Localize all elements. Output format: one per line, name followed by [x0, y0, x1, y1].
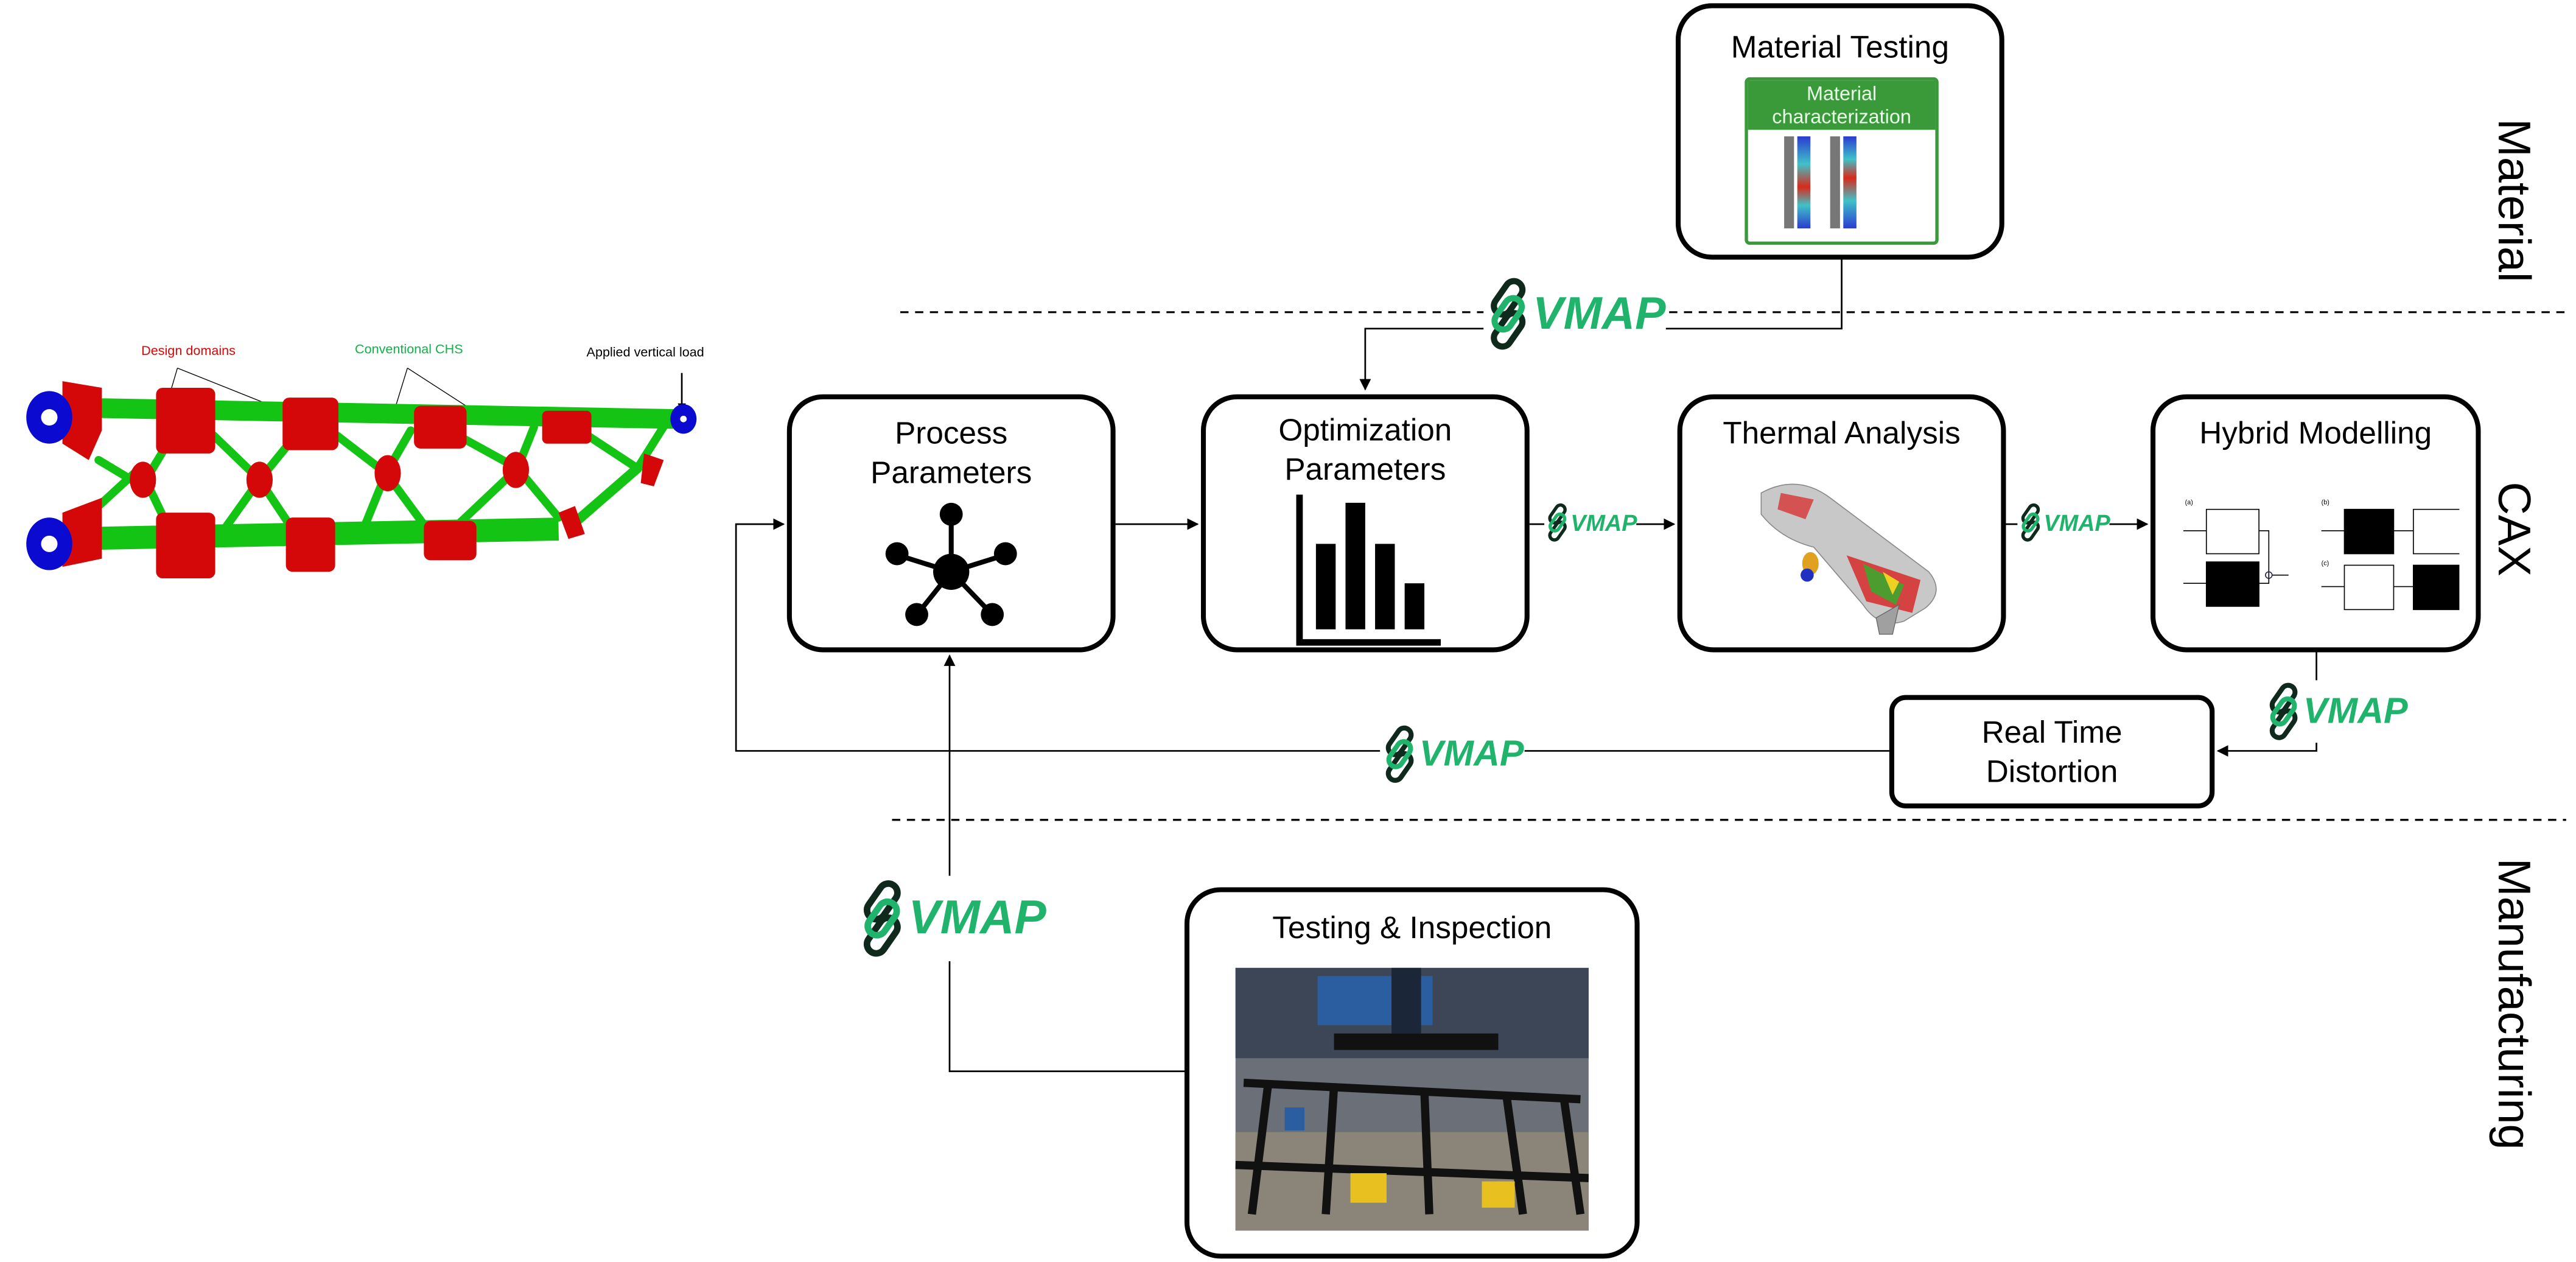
- material-testing-title: Material Testing: [1731, 31, 1949, 66]
- real-time-distortion-title-line2: Distortion: [1986, 755, 2118, 791]
- optimization-parameters-title-line2: Parameters: [1284, 453, 1446, 488]
- vmap-label: VMAP: [908, 891, 1046, 944]
- chain-link-icon: [856, 877, 908, 959]
- arrow-testing-to-process: [943, 654, 1185, 1073]
- chain-link-icon: [2017, 503, 2043, 542]
- vmap-logo-optimization-thermal: VMAP: [1544, 501, 1637, 544]
- vmap-logo-hybrid-distortion: VMAP: [2264, 680, 2408, 743]
- real-time-distortion-box[interactable]: Real Time Distortion: [1889, 695, 2215, 808]
- network-hub-icon: [885, 502, 1017, 626]
- panel-c-label: (c): [2321, 558, 2329, 567]
- material-testing-box[interactable]: Material Testing Material characterizati…: [1675, 3, 2004, 260]
- hybrid-modelling-title: Hybrid Modelling: [2199, 417, 2432, 452]
- panel-b-label: (b): [2321, 497, 2329, 507]
- vmap-label: VMAP: [1533, 287, 1666, 338]
- truss-figure: Design domains Conventional CHS Applied …: [16, 329, 740, 592]
- hybrid-modelling-box[interactable]: Hybrid Modelling (a) (b) (c): [2150, 394, 2481, 653]
- panel-a-label: (a): [2185, 497, 2193, 507]
- hybrid-model-schematic: (a) (b) (c): [2180, 497, 2473, 623]
- real-time-distortion-title-line1: Real Time: [1981, 716, 2123, 751]
- chain-link-icon: [2264, 682, 2303, 741]
- image-header-line1: Material: [1806, 82, 1877, 105]
- optimization-parameters-box[interactable]: Optimization Parameters: [1200, 394, 1530, 653]
- vmap-label: VMAP: [1570, 509, 1637, 536]
- chain-link-icon: [1483, 275, 1533, 354]
- vmap-logo-thermal-hybrid: VMAP: [2017, 501, 2110, 544]
- label-design-domains: Design domains: [141, 343, 236, 359]
- thermal-analysis-title: Thermal Analysis: [1723, 417, 1961, 452]
- image-header-line2: characterization: [1772, 105, 1911, 128]
- process-parameters-title-line2: Parameters: [870, 457, 1032, 492]
- lane-label-manufacturing: Manufacturing: [2488, 858, 2540, 1150]
- bar-chart-icon: [1296, 494, 1441, 646]
- process-parameters-title-line1: Process: [895, 417, 1008, 452]
- arrow-distortion-to-process: [735, 518, 1889, 752]
- vmap-logo-material-link: VMAP: [1483, 273, 1666, 355]
- testing-inspection-box[interactable]: Testing & Inspection: [1184, 887, 1640, 1259]
- test-rig-photo: [1235, 967, 1589, 1231]
- testing-inspection-title: Testing & Inspection: [1272, 911, 1552, 947]
- optimization-parameters-title-line1: Optimization: [1278, 414, 1452, 449]
- vmap-label: VMAP: [1419, 732, 1524, 774]
- vmap-label: VMAP: [2043, 509, 2110, 536]
- material-characterization-image: Material characterization: [1745, 77, 1939, 245]
- vmap-label: VMAP: [2303, 690, 2408, 732]
- vmap-logo-distortion-process: VMAP: [1380, 723, 1524, 786]
- vmap-logo-testing-process: VMAP: [856, 875, 1046, 961]
- thermal-simulation-image: [1760, 483, 1937, 635]
- thermal-analysis-box[interactable]: Thermal Analysis: [1677, 394, 2006, 653]
- process-parameters-box[interactable]: Process Parameters: [786, 394, 1116, 653]
- label-applied-load: Applied vertical load: [586, 345, 704, 360]
- lane-label-cax: CAX: [2488, 482, 2540, 577]
- chain-link-icon: [1380, 724, 1419, 783]
- chain-link-icon: [1544, 503, 1570, 542]
- label-conventional-chs: Conventional CHS: [354, 342, 463, 357]
- truss-drawing: [26, 367, 697, 579]
